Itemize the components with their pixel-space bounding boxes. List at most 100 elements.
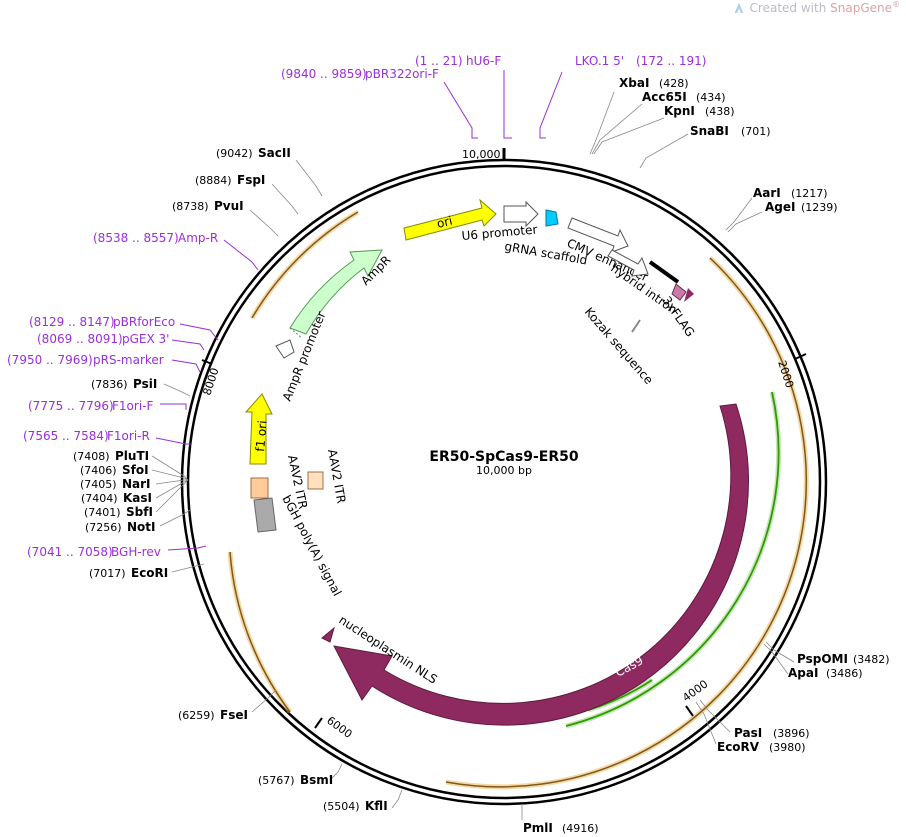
site-pos-fsei: (6259) (178, 709, 215, 722)
site-name-agei: AgeI (765, 200, 795, 214)
tick-mark-4000 (685, 705, 694, 717)
site-name-psii: PsiI (133, 377, 157, 391)
site-pos-kfli: (5504) (323, 800, 360, 813)
site-leader-snabi (639, 133, 689, 169)
primer-name-hu6f: hU6-F (466, 54, 501, 68)
tick-mark-6000 (314, 717, 323, 729)
site-pos-sbfi: (7401) (84, 506, 121, 519)
primer-leader-prsmarker (171, 359, 201, 373)
site-name-sfoi: SfoI (122, 463, 149, 477)
backbone-inner-ring (186, 164, 822, 800)
primer-range-bghrev: (7041 .. 7058) (27, 545, 113, 559)
site-name-ecori: EcoRI (131, 566, 168, 580)
site-leader-acc65i (591, 103, 643, 155)
orf-green-outer (565, 391, 782, 729)
primer-range-lko1: (172 .. 191) (636, 54, 706, 68)
primer-leader-pbrforeco (179, 323, 219, 341)
tick-label-8000: 8000 (200, 366, 221, 397)
primer-name-f1orir: F1ori-R (107, 429, 150, 443)
site-name-ecorv: EcoRV (717, 740, 760, 754)
primer-range-pgex: (8069 .. 8091) (37, 332, 123, 346)
ori-feature (403, 198, 497, 241)
site-leader-fspi (271, 183, 299, 215)
site-leader-pvui (249, 209, 279, 237)
site-name-sbfi: SbfI (126, 505, 153, 519)
site-leader-psii (163, 383, 191, 397)
site-leader-xbai (589, 91, 615, 155)
grna-scaffold-feature (545, 209, 559, 227)
ampr-inner-dash (289, 327, 303, 339)
site-name-acc65i: Acc65I (642, 90, 687, 104)
plasmid-length: 10,000 bp (476, 464, 532, 477)
f1-ori-label: f1 ori (253, 420, 270, 452)
site-name-nari: NarI (122, 477, 151, 491)
site-pos-nari: (7405) (80, 478, 117, 491)
tick-label-4000: 4000 (680, 677, 710, 704)
site-pos-ecorv: (3980) (769, 741, 806, 754)
site-leader-sacii (295, 159, 323, 197)
primers: (1 .. 21) hU6-F LKO.1 5' (172 .. 191) (9… (7, 54, 706, 559)
watermark-prefix: Created with (749, 1, 827, 15)
primer-leader-lko1 (539, 71, 563, 139)
site-name-xbai: XbaI (619, 76, 649, 90)
tick-mark-8000 (201, 359, 213, 365)
tick-label-10000: 10,000 (462, 148, 501, 161)
u6-promoter-label: U6 promoter (461, 222, 538, 243)
cmv-enhancer-feature (567, 217, 629, 253)
primer-range-pbr322: (9840 .. 9859) (281, 67, 367, 81)
site-pos-pvui: (8738) (172, 200, 209, 213)
primer-leader-f1orir (155, 437, 192, 445)
bgh-polya-feature (253, 497, 277, 533)
site-name-bsmi: BsmI (300, 773, 333, 787)
orf-green-outer-line (565, 391, 780, 727)
snapgene-watermark: Created with SnapGene® (734, 0, 900, 15)
primer-leader-bghrev (167, 545, 207, 551)
primer-leader-f1orif (160, 403, 187, 410)
aav2-itr-right-label: AAV2 ITR (325, 448, 348, 504)
site-leader-bsmi (331, 763, 343, 779)
site-name-noti: NotI (127, 520, 156, 534)
site-pos-noti: (7256) (85, 521, 122, 534)
orf-arc-upper-left-line (251, 211, 359, 319)
flag-nls-feature (684, 288, 694, 302)
site-leader-pasi (699, 699, 731, 733)
primer-name-pbr322: pBR322ori-F (365, 67, 439, 81)
cas9-feature (333, 403, 750, 726)
site-name-kasi: KasI (123, 491, 152, 505)
kozak-label: Kozak sequence (582, 305, 656, 387)
primer-name-prsmarker: pRS-marker (93, 353, 164, 367)
u6-promoter-feature (503, 200, 539, 228)
primer-range-hu6f: (1 .. 21) (415, 54, 463, 68)
tick-mark-2000 (794, 353, 807, 360)
site-name-pasi: PasI (734, 726, 762, 740)
site-name-kfli: KflI (365, 799, 388, 813)
site-leader-fsei (251, 689, 277, 713)
orf-arc-lower-left-line (229, 551, 291, 713)
nls-feature (321, 626, 335, 643)
site-leader-pspomi (765, 641, 795, 663)
site-name-pspomi: PspOMI (797, 652, 848, 666)
site-leader-noti (159, 509, 191, 527)
site-pos-apai: (3486) (826, 667, 863, 680)
flag-feature (671, 283, 687, 301)
primer-name-bghrev: BGH-rev (111, 545, 161, 559)
site-pos-ecori: (7017) (89, 567, 126, 580)
tick-label-6000: 6000 (324, 714, 354, 741)
site-pos-xbai: (428) (659, 77, 689, 90)
site-leader-ecorv (695, 701, 717, 745)
site-leader-sbfi (155, 479, 189, 513)
site-pos-psii: (7836) (91, 378, 128, 391)
site-name-snabi: SnaBI (690, 124, 729, 138)
primer-leader-hu6f (503, 70, 512, 139)
site-pos-sfoi: (7406) (80, 464, 117, 477)
primer-range-pbrforeco: (8129 .. 8147) (29, 315, 115, 329)
watermark-mark: ® (892, 0, 900, 9)
snapgene-logo-icon (734, 3, 744, 13)
site-name-kpni: KpnI (664, 104, 695, 118)
orf-arc-lower-left (227, 551, 293, 714)
primer-range-f1orir: (7565 .. 7584) (23, 429, 109, 443)
site-pos-aari: (1217) (791, 187, 828, 200)
site-pos-snabi: (701) (741, 125, 771, 138)
site-name-pvui: PvuI (214, 199, 244, 213)
